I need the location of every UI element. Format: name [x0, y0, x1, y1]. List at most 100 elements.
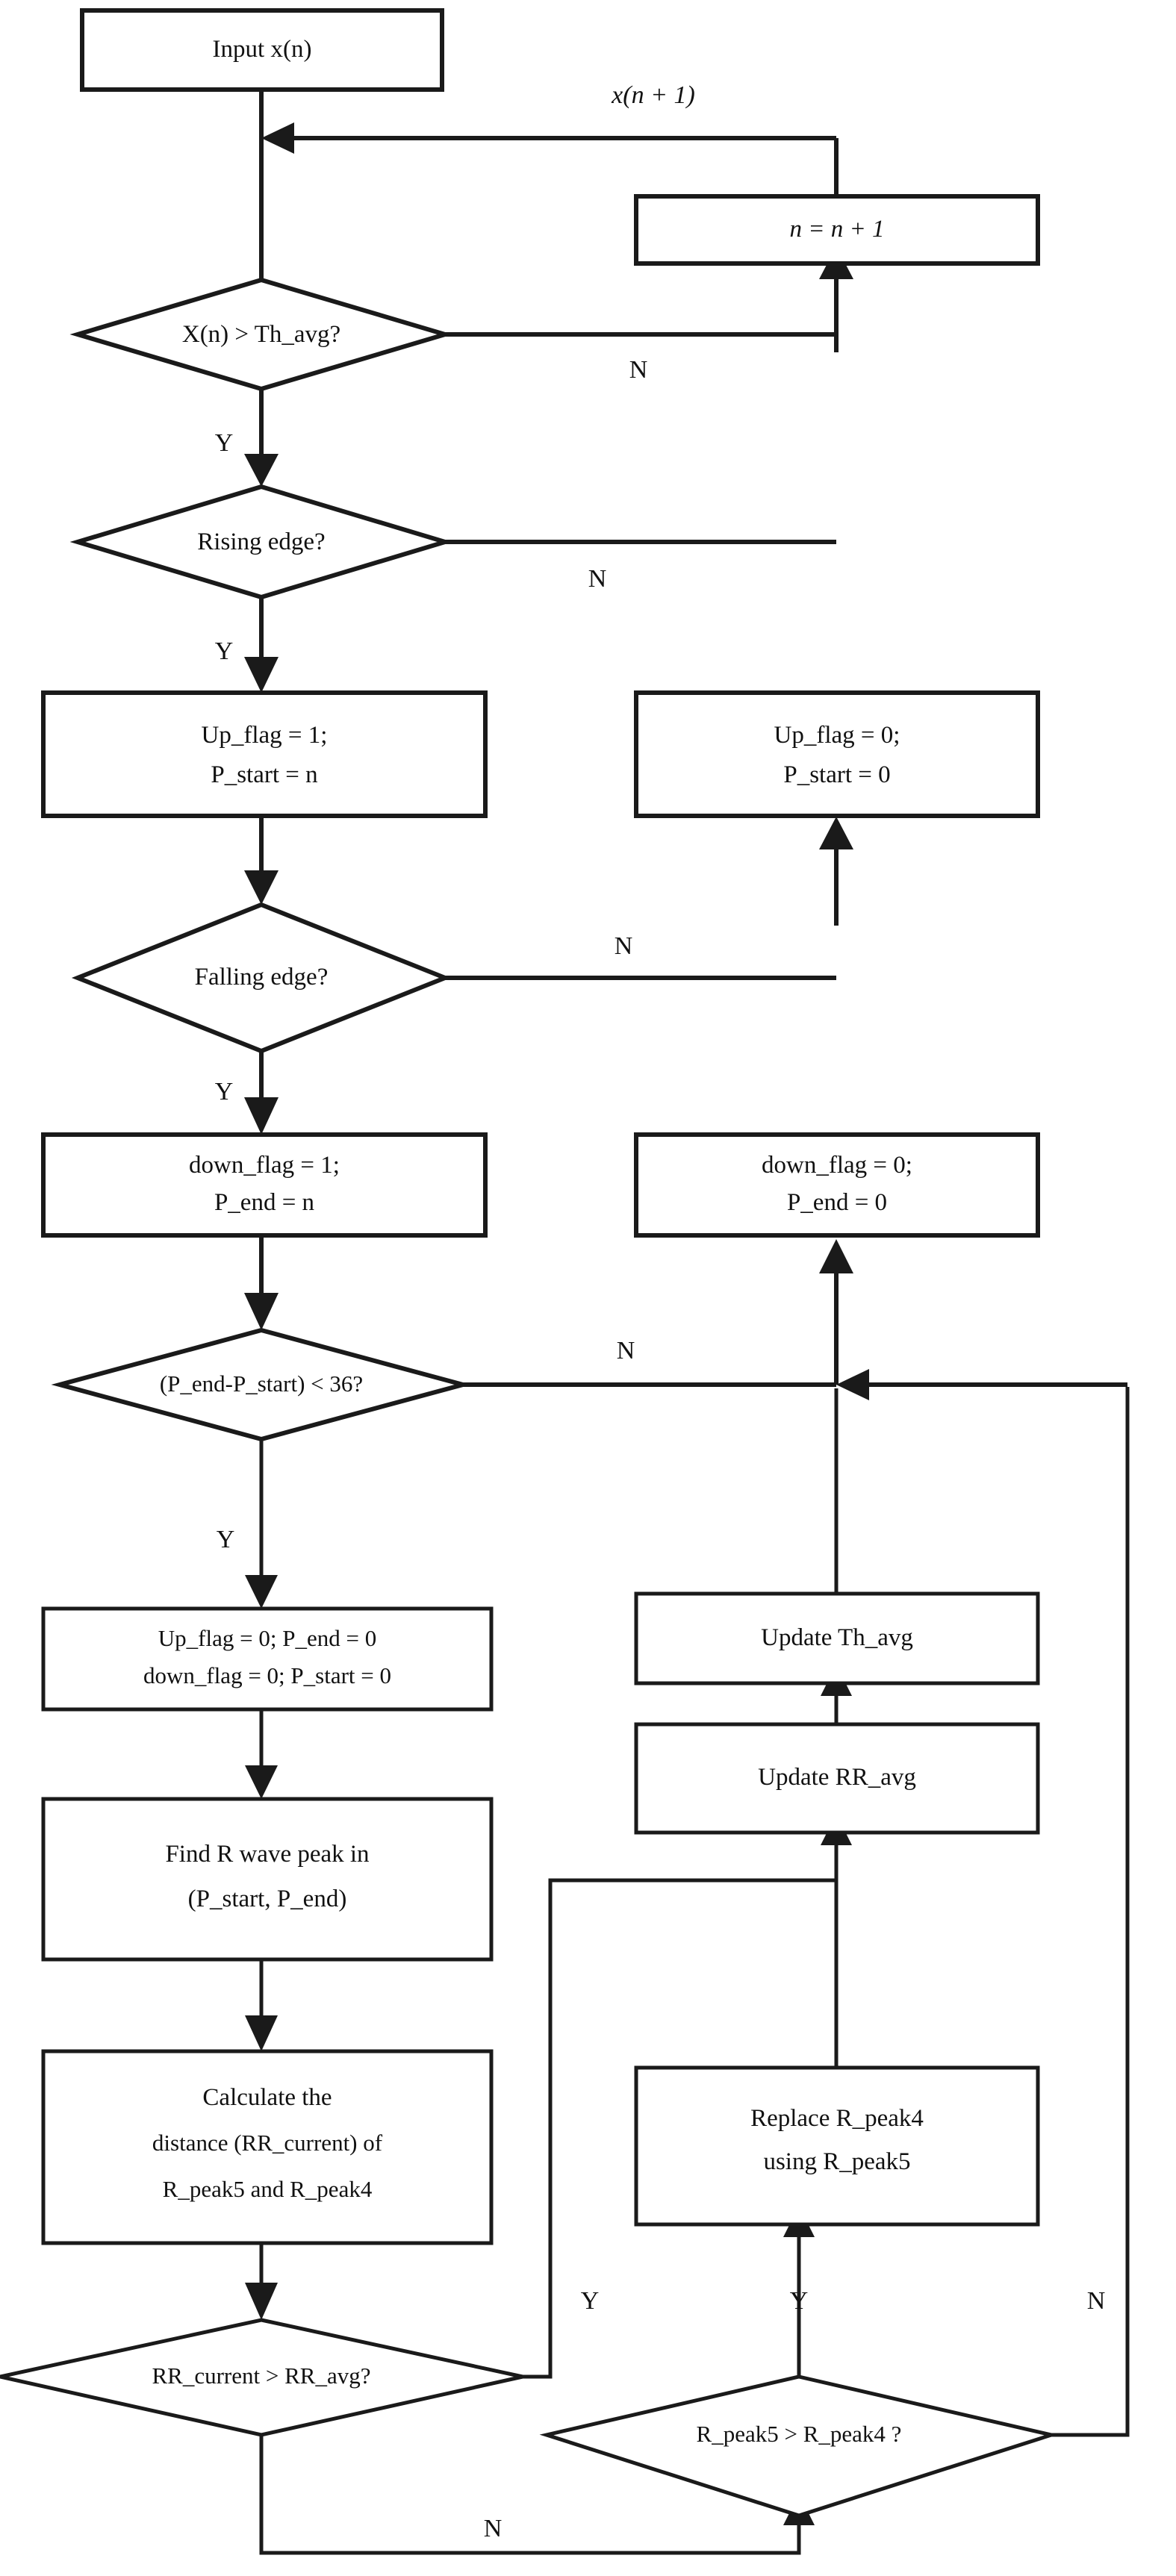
- svg-text:R_peak5 and R_peak4: R_peak5 and R_peak4: [163, 2176, 373, 2202]
- node-up-clear-line1: Up_flag = 0;: [774, 722, 900, 749]
- edge-downset-to-width: [244, 1235, 279, 1330]
- node-down-set[interactable]: down_flag = 1; P_end = n: [41, 1132, 488, 1238]
- svg-text:Update Th_avg: Update Th_avg: [761, 1624, 913, 1651]
- node-up-clear[interactable]: Up_flag = 0; P_start = 0: [634, 690, 1040, 818]
- svg-text:P_end = 0: P_end = 0: [787, 1189, 887, 1216]
- edge-label-feedback-top: x(n + 1): [611, 81, 695, 109]
- node-reset-all[interactable]: Up_flag = 0; P_end = 0 down_flag = 0; P_…: [41, 1606, 494, 1712]
- edge-label-rising-yes: Y: [215, 637, 234, 665]
- edge-label-width-no: N: [617, 1337, 635, 1365]
- svg-text:Up_flag = 0; P_end = 0: Up_flag = 0; P_end = 0: [158, 1625, 376, 1651]
- svg-text:n = n + 1: n = n + 1: [789, 216, 884, 243]
- edge-feedback-to-input: [261, 122, 839, 196]
- node-update-rr[interactable]: Update RR_avg: [634, 1722, 1040, 1835]
- edge-label-rising-no: N: [588, 565, 607, 593]
- node-input-label: Input x(n): [213, 36, 312, 63]
- svg-text:(P_start, P_end): (P_start, P_end): [188, 1886, 347, 1912]
- node-reset-all-line2: down_flag = 0; P_start = 0: [143, 1662, 391, 1688]
- node-update-th-label: Update Th_avg: [761, 1624, 913, 1651]
- svg-text:P_start = n: P_start = n: [211, 761, 317, 788]
- node-decision-rising-label: Rising edge?: [197, 528, 325, 555]
- node-down-clear-line1: down_flag = 0;: [762, 1152, 912, 1179]
- svg-text:Calculate the: Calculate the: [202, 2084, 332, 2111]
- svg-text:Input x(n): Input x(n): [213, 36, 312, 63]
- svg-text:Up_flag = 1;: Up_flag = 1;: [202, 722, 328, 749]
- node-up-set-line1: Up_flag = 1;: [202, 722, 328, 749]
- node-n-increment[interactable]: n = n + 1: [634, 194, 1040, 266]
- edge-calc-to-rr: [245, 2243, 278, 2320]
- edge-label-peak-no: N: [1087, 2287, 1106, 2315]
- svg-text:P_start = 0: P_start = 0: [783, 761, 890, 788]
- svg-text:down_flag = 1;: down_flag = 1;: [189, 1152, 340, 1179]
- node-replace-peak[interactable]: Replace R_peak4 using R_peak5: [634, 2065, 1040, 2227]
- edge-rising-yes: [244, 597, 279, 693]
- node-decision-peak[interactable]: R_peak5 > R_peak4 ?: [539, 2374, 1059, 2518]
- svg-text:X(n) > Th_avg?: X(n) > Th_avg?: [182, 321, 340, 348]
- edge-label-rr-yes: Y: [581, 2287, 600, 2315]
- node-down-set-line2: P_end = n: [214, 1189, 314, 1216]
- node-decision-threshold[interactable]: X(n) > Th_avg?: [69, 277, 453, 392]
- node-calc-dist-line1: Calculate the: [202, 2084, 332, 2111]
- svg-text:R_peak5 > R_peak4 ?: R_peak5 > R_peak4 ?: [697, 2421, 902, 2447]
- edge-label-rr-no: N: [484, 2515, 503, 2542]
- edge-trunk-to-downclear: [819, 1239, 853, 1385]
- node-decision-peak-label: R_peak5 > R_peak4 ?: [697, 2421, 902, 2447]
- node-decision-rising[interactable]: Rising edge?: [69, 484, 453, 600]
- svg-text:down_flag = 0;: down_flag = 0;: [762, 1152, 912, 1179]
- edge-peak-no: [1051, 1387, 1130, 2437]
- node-replace-peak-line2: using R_peak5: [763, 2148, 910, 2175]
- node-find-peak[interactable]: Find R wave peak in (P_start, P_end): [41, 1797, 494, 1962]
- svg-text:Falling edge?: Falling edge?: [195, 964, 329, 991]
- node-calc-dist-line3: R_peak5 and R_peak4: [163, 2176, 373, 2202]
- node-up-set-line2: P_start = n: [211, 761, 317, 788]
- svg-text:P_end = n: P_end = n: [214, 1189, 314, 1216]
- node-update-rr-label: Update RR_avg: [758, 1764, 916, 1791]
- node-decision-rr-label: RR_current > RR_avg?: [152, 2363, 371, 2389]
- edge-label-falling-yes: Y: [215, 1078, 234, 1105]
- svg-text:Find R wave peak in: Find R wave peak in: [165, 1841, 369, 1868]
- node-up-clear-line2: P_start = 0: [783, 761, 890, 788]
- svg-text:Update RR_avg: Update RR_avg: [758, 1764, 916, 1791]
- edge-width-yes: [245, 1439, 278, 1609]
- node-down-clear[interactable]: down_flag = 0; P_end = 0: [634, 1132, 1040, 1238]
- node-input[interactable]: Input x(n): [80, 8, 444, 92]
- node-up-set[interactable]: Up_flag = 1; P_start = n: [41, 690, 488, 818]
- node-calc-dist[interactable]: Calculate the distance (RR_current) of R…: [41, 2049, 494, 2245]
- edge-downclear-to-upclear: [819, 817, 853, 926]
- node-replace-peak-line1: Replace R_peak4: [750, 2105, 924, 2132]
- edge-label-falling-no: N: [615, 932, 633, 960]
- svg-text:Rising edge?: Rising edge?: [197, 528, 325, 555]
- edge-upset-to-falling: [244, 816, 279, 905]
- edge-findpeak-to-calc: [245, 1959, 278, 2051]
- node-decision-width-label: (P_end-P_start) < 36?: [160, 1370, 363, 1397]
- node-decision-width[interactable]: (P_end-P_start) < 36?: [51, 1327, 472, 1442]
- svg-text:distance (RR_current) of: distance (RR_current) of: [152, 2130, 383, 2156]
- node-decision-rr[interactable]: RR_current > RR_avg?: [0, 2318, 523, 2437]
- node-down-clear-line2: P_end = 0: [787, 1189, 887, 1216]
- node-n-increment-label: n = n + 1: [789, 216, 884, 243]
- node-find-peak-line1: Find R wave peak in: [165, 1841, 369, 1868]
- node-find-peak-line2: (P_start, P_end): [188, 1886, 347, 1912]
- svg-text:using R_peak5: using R_peak5: [763, 2148, 910, 2175]
- edge-threshold-yes: [244, 389, 279, 487]
- edge-width-no: [463, 1369, 1127, 1400]
- node-decision-threshold-label: X(n) > Th_avg?: [182, 321, 340, 348]
- node-down-set-line1: down_flag = 1;: [189, 1152, 340, 1179]
- svg-text:down_flag = 0; P_start = 0: down_flag = 0; P_start = 0: [143, 1662, 391, 1688]
- node-reset-all-line1: Up_flag = 0; P_end = 0: [158, 1625, 376, 1651]
- svg-text:Up_flag = 0;: Up_flag = 0;: [774, 722, 900, 749]
- edge-rr-yes: [523, 1878, 836, 2379]
- edge-reset-to-findpeak: [245, 1709, 278, 1799]
- svg-text:Replace R_peak4: Replace R_peak4: [750, 2105, 924, 2132]
- edge-label-threshold-yes: Y: [215, 429, 234, 457]
- node-update-th[interactable]: Update Th_avg: [634, 1591, 1040, 1685]
- node-decision-falling-label: Falling edge?: [195, 964, 329, 991]
- svg-text:RR_current > RR_avg?: RR_current > RR_avg?: [152, 2363, 371, 2389]
- node-decision-falling[interactable]: Falling edge?: [71, 902, 452, 1054]
- edge-label-threshold-no: N: [629, 356, 648, 384]
- node-calc-dist-line2: distance (RR_current) of: [152, 2130, 383, 2156]
- edge-replace-to-updaterr: [821, 1814, 852, 2068]
- edge-label-peak-yes: Y: [790, 2287, 809, 2315]
